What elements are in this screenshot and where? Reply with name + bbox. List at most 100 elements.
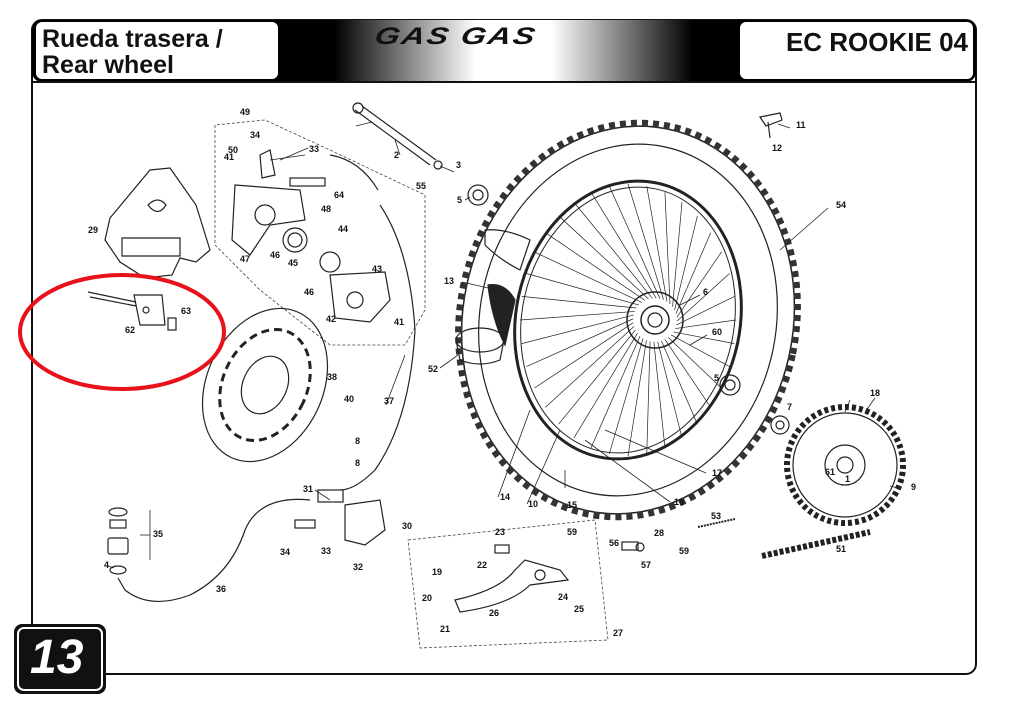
- callout-42: 42: [326, 314, 336, 324]
- brake-hose: [117, 154, 416, 603]
- callout-8: 8: [355, 458, 360, 468]
- callout-57: 57: [641, 560, 651, 570]
- spoke: [526, 273, 639, 306]
- callout-13: 13: [444, 276, 454, 286]
- spoke: [573, 201, 653, 299]
- sprocket: [784, 404, 906, 526]
- spoke: [675, 232, 712, 314]
- spoke: [526, 318, 634, 367]
- callout-36: 36: [216, 584, 226, 594]
- callout-5: 5: [714, 373, 719, 383]
- callout-64: 64: [334, 190, 344, 200]
- callout-11: 11: [796, 120, 806, 130]
- callout-40: 40: [344, 394, 354, 404]
- callout-27: 27: [613, 628, 623, 638]
- callout-9: 9: [911, 482, 916, 492]
- rear-wheel: [455, 119, 801, 521]
- spacer: [770, 415, 790, 435]
- bearing: [467, 184, 741, 396]
- spoke: [521, 314, 634, 344]
- callout-6: 6: [703, 287, 708, 297]
- caliper-bracket: [104, 167, 211, 279]
- leader-lines: [107, 121, 899, 569]
- callout-25: 25: [574, 604, 584, 614]
- brake-pedal: [454, 544, 570, 613]
- highlight-ellipse: [18, 273, 226, 391]
- spoke: [627, 340, 647, 457]
- spoke: [608, 185, 661, 299]
- callout-41: 41: [394, 317, 404, 327]
- spoke: [675, 319, 737, 329]
- callout-46: 46: [270, 250, 280, 260]
- spoke: [558, 215, 649, 300]
- callout-23: 23: [495, 527, 505, 537]
- callout-48: 48: [321, 204, 331, 214]
- callout-19: 19: [432, 567, 442, 577]
- callout-47: 47: [240, 254, 250, 264]
- callout-46: 46: [304, 287, 314, 297]
- callout-56: 56: [609, 538, 619, 548]
- callout-5: 5: [457, 195, 462, 205]
- callout-34: 34: [250, 130, 260, 140]
- callout-26: 26: [489, 608, 499, 618]
- chain: [761, 529, 871, 559]
- callout-54: 54: [836, 200, 846, 210]
- rim-tape-and-tube: [455, 229, 531, 365]
- spoke: [558, 329, 636, 425]
- callout-28: 28: [654, 528, 664, 538]
- callout-2: 2: [394, 150, 399, 160]
- callout-32: 32: [353, 562, 363, 572]
- spoke: [519, 311, 635, 321]
- callout-7: 7: [787, 402, 792, 412]
- callout-dashed-boxes: [214, 119, 609, 649]
- callout-8: 8: [355, 436, 360, 446]
- sensor-bracket: [87, 291, 177, 331]
- spoke: [646, 341, 651, 454]
- callout-12: 12: [772, 143, 782, 153]
- spoke: [661, 340, 698, 425]
- callout-55: 55: [416, 181, 426, 191]
- callout-34: 34: [280, 547, 290, 557]
- callout-3: 3: [456, 160, 461, 170]
- callout-44: 44: [338, 224, 348, 234]
- callout-1: 1: [845, 474, 850, 484]
- spoke: [672, 202, 683, 307]
- callout-59: 59: [567, 527, 577, 537]
- callout-52: 52: [428, 364, 438, 374]
- brand-logo: GAS GAS: [372, 22, 540, 49]
- callout-30: 30: [402, 521, 412, 531]
- callout-29: 29: [88, 225, 98, 235]
- callout-31: 31: [303, 484, 313, 494]
- callout-49: 49: [240, 107, 250, 117]
- spoke: [545, 232, 646, 301]
- callout-61: 61: [825, 467, 835, 477]
- spoke: [534, 251, 642, 303]
- spoke: [545, 326, 635, 408]
- spoke: [590, 192, 657, 299]
- title-line-2: Rear wheel: [42, 51, 175, 79]
- callout-4: 4: [104, 560, 109, 570]
- spoke: [657, 341, 683, 438]
- callout-24: 24: [558, 592, 568, 602]
- spoke: [608, 338, 644, 455]
- callout-45: 45: [288, 258, 298, 268]
- callout-41: 41: [224, 152, 234, 162]
- callout-18: 18: [870, 388, 880, 398]
- callout-15: 15: [567, 500, 577, 510]
- callout-53: 53: [711, 511, 721, 521]
- model-name: EC ROOKIE 04: [785, 27, 968, 57]
- spoke: [674, 215, 698, 311]
- callout-33: 33: [309, 144, 319, 154]
- callout-43: 43: [372, 264, 382, 274]
- page-frame: [31, 19, 977, 675]
- callout-16: 16: [674, 497, 684, 507]
- callout-10: 10: [528, 499, 538, 509]
- axle: [352, 102, 443, 170]
- callout-17: 17: [712, 468, 722, 478]
- spoke: [670, 334, 730, 367]
- callout-63: 63: [181, 306, 191, 316]
- callout-62: 62: [125, 325, 135, 335]
- chain-tensioner: [621, 541, 645, 552]
- callout-51: 51: [836, 544, 846, 554]
